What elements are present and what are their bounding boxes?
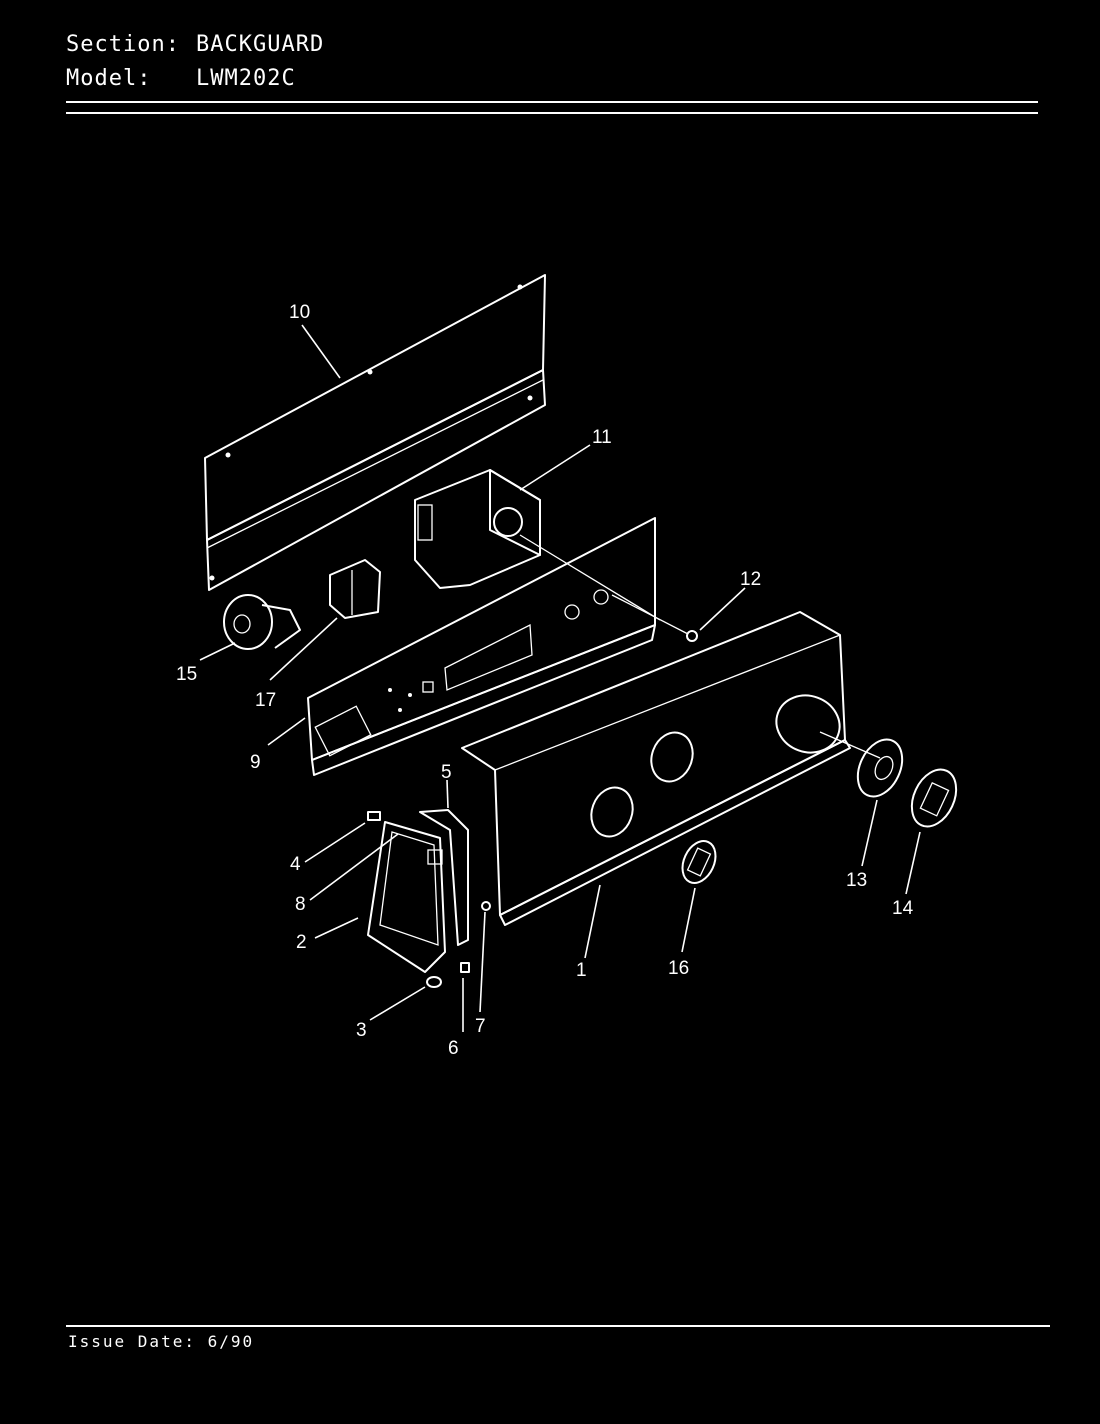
footer-rule	[66, 1325, 1050, 1327]
callout-2: 2	[296, 932, 307, 953]
model-label: Model:	[66, 66, 152, 91]
callout-17: 17	[255, 690, 276, 711]
section-label: Section:	[66, 32, 180, 57]
part-5-trim-strip	[419, 809, 469, 946]
callout-5: 5	[441, 762, 452, 783]
callout-3: 3	[356, 1020, 367, 1041]
callout-11: 11	[592, 427, 612, 448]
part-6-screw	[460, 962, 470, 973]
part-12-nut	[611, 594, 698, 642]
part-14-knob	[910, 768, 958, 828]
part-10-top-panel	[204, 274, 546, 591]
section-heading: Section: BACKGUARD	[66, 32, 324, 57]
callout-1: 1	[576, 960, 587, 981]
callout-10: 10	[289, 302, 310, 323]
model-heading: Model: LWM202C	[66, 66, 296, 91]
part-13-knob-skirt	[856, 738, 904, 798]
part-9-control-panel	[307, 517, 656, 776]
part-11-timer	[414, 469, 661, 621]
callout-13: 13	[846, 870, 867, 891]
section-value: BACKGUARD	[196, 32, 325, 57]
callout-4: 4	[290, 854, 301, 875]
header-rule-bottom	[66, 112, 1038, 114]
callout-7: 7	[475, 1016, 486, 1037]
header-rule-top	[66, 101, 1038, 103]
issue-date: Issue Date: 6/90	[68, 1332, 255, 1351]
callout-15: 15	[176, 664, 197, 685]
part-1-console	[461, 611, 881, 926]
callout-9: 9	[250, 752, 261, 773]
leader-lines	[199, 324, 921, 1032]
part-15-pressure-switch	[223, 594, 301, 650]
model-value: LWM202C	[196, 66, 296, 91]
part-2-end-cap	[367, 821, 446, 973]
callout-8: 8	[295, 894, 306, 915]
callout-12: 12	[740, 569, 761, 590]
callout-16: 16	[668, 958, 689, 979]
part-4-clip	[367, 811, 381, 821]
callout-labels: 10 11 12 15 17 9 5 4 8 2 3 6 7 1 16 13 1…	[176, 302, 914, 1059]
part-7-screw	[481, 901, 491, 911]
part-3-clip	[426, 976, 442, 988]
part-16-knob	[681, 840, 717, 884]
callout-14: 14	[892, 898, 914, 919]
part-17-switch	[329, 559, 381, 619]
callout-6: 6	[448, 1038, 459, 1059]
